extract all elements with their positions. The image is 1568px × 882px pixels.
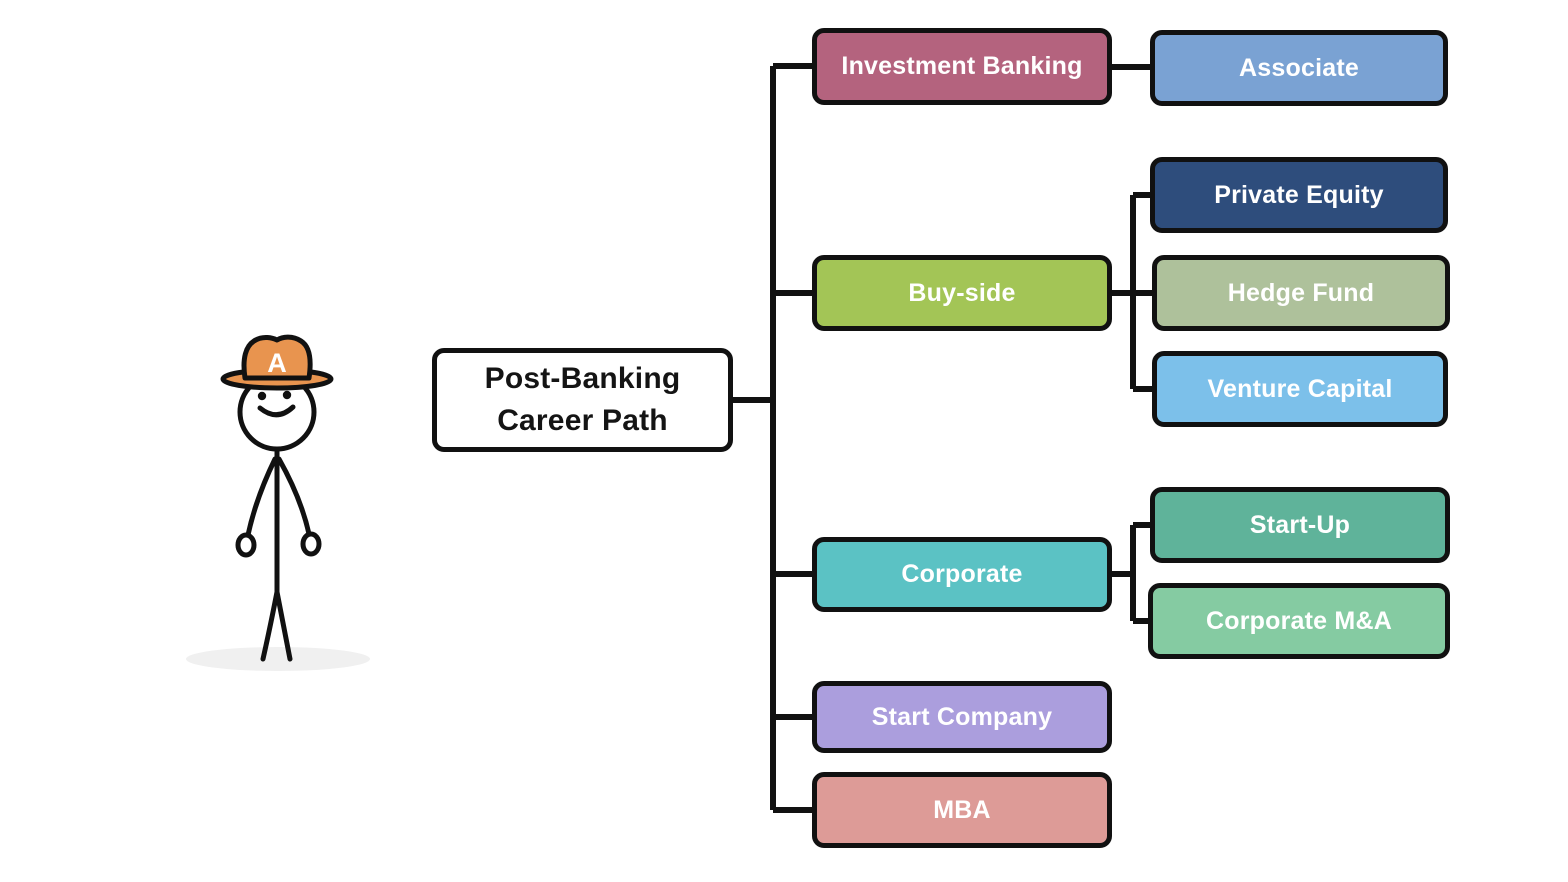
node-label: Corporate [901,560,1023,588]
node-corporate-ma: Corporate M&A [1148,583,1450,659]
node-private-equity: Private Equity [1150,157,1448,233]
stick-figure-mascot: A [186,334,370,671]
node-start-company: Start Company [812,681,1112,753]
node-label: Hedge Fund [1227,278,1375,307]
node-root-post-banking-career-path: Post-Banking Career Path [432,348,733,452]
figure-right-hand [300,531,322,557]
figure-right-leg [274,589,293,662]
node-mba: MBA [812,772,1112,848]
node-label: Associate [1239,53,1359,82]
figure-left-arm [245,456,278,538]
node-label: Private Equity [1214,180,1384,209]
node-investment-banking: Investment Banking [812,28,1112,105]
figure-right-eye [282,390,292,400]
node-corporate: Corporate [812,537,1112,612]
node-label: Buy-side [908,278,1016,307]
node-label: Start Company [871,702,1053,731]
figure-shadow [186,647,370,671]
node-associate: Associate [1150,30,1448,106]
node-buy-side: Buy-side [812,255,1112,331]
node-venture-capital: Venture Capital [1152,351,1448,427]
node-label: Corporate M&A [1206,606,1392,635]
root-label-line2: Career Path [497,404,668,437]
figure-left-hand [235,532,257,558]
figure-smile [257,404,296,418]
figure-left-eye [257,391,267,401]
figure-hat-crown [241,334,313,381]
figure-left-leg [260,589,280,662]
root-label-line1: Post-Banking [484,362,681,395]
node-hedge-fund: Hedge Fund [1152,255,1450,331]
figure-right-arm [276,456,312,537]
node-start-up: Start-Up [1150,487,1450,563]
node-label: Venture Capital [1207,374,1393,403]
node-label: MBA [933,795,991,824]
root-label: Post-Banking Career Path [485,358,681,442]
node-label: Investment Banking [841,52,1083,80]
node-label: Start-Up [1249,510,1351,539]
figure-hat-letter: A [267,348,287,378]
